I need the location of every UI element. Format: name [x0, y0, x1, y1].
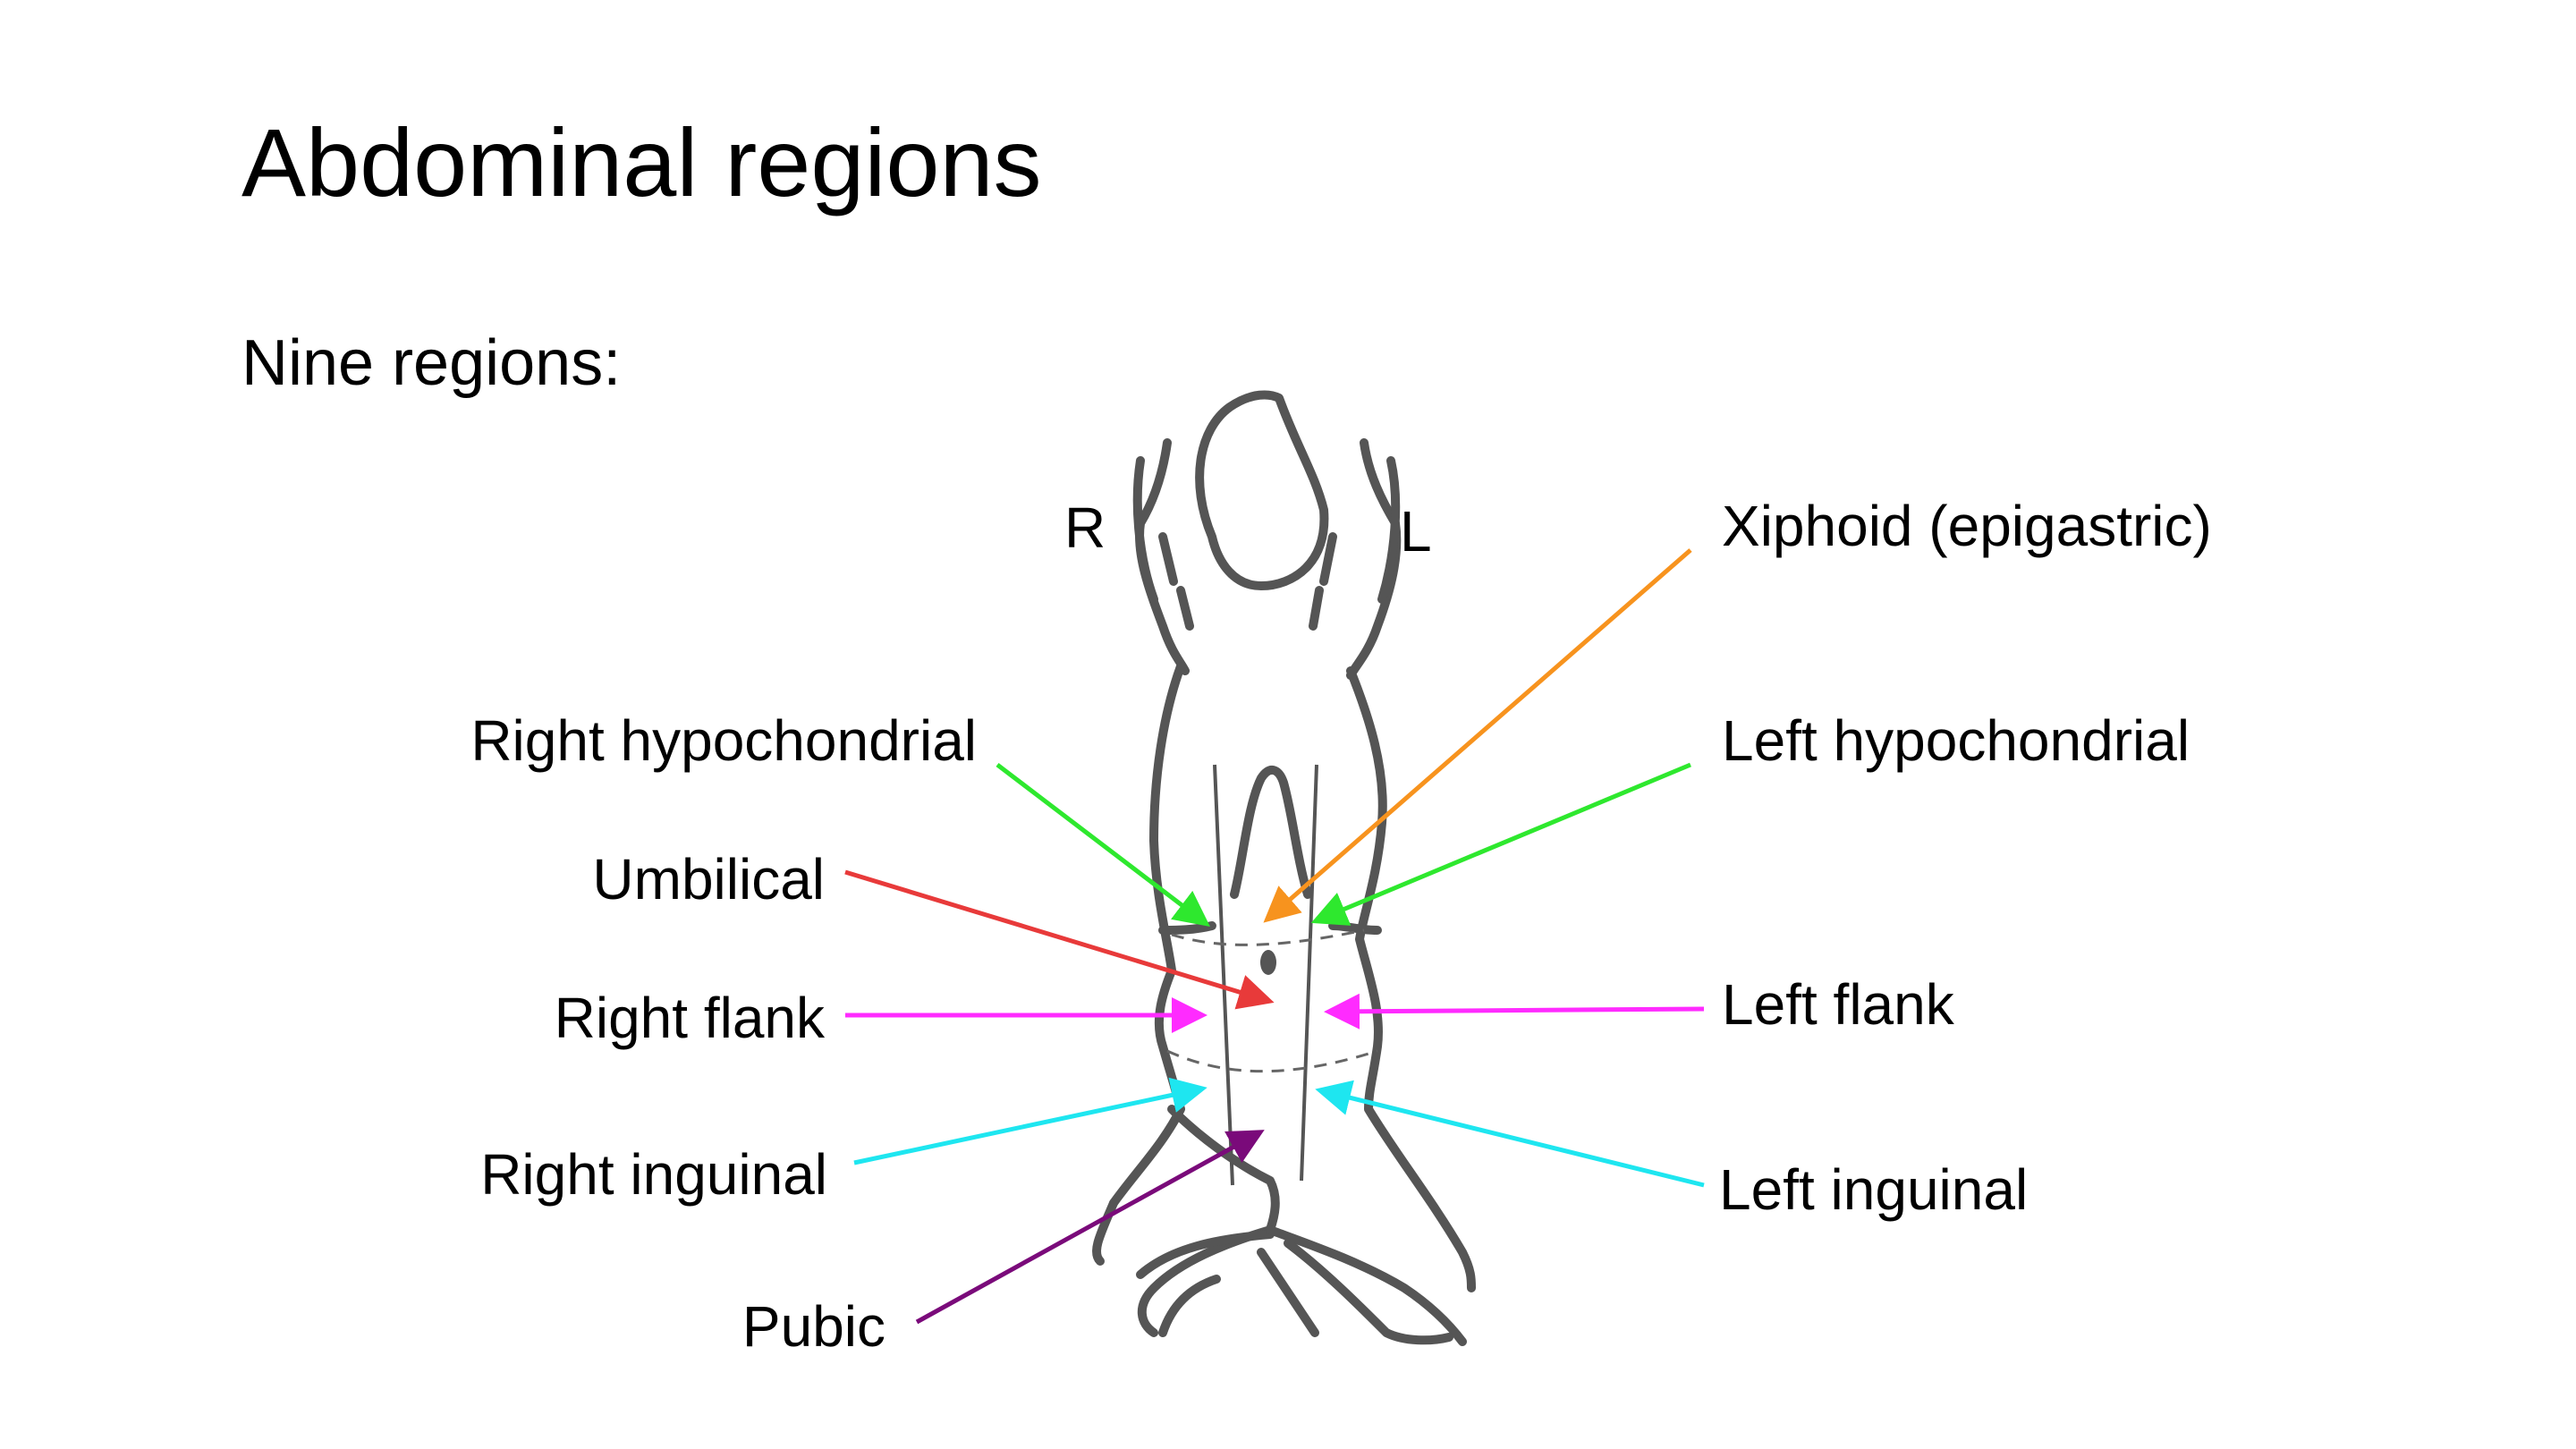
pelvis-outline: [1167, 1105, 1280, 1234]
xiphoid-notch: [1230, 766, 1312, 899]
label-left-flank: Left flank: [1722, 972, 1955, 1037]
orientation-right-label: R: [1064, 496, 1106, 560]
arrow-left-inguinal: [1315, 1080, 1705, 1188]
right-paw-outline: [1158, 1275, 1221, 1337]
midline-left: [1300, 764, 1318, 1182]
label-right-inguinal: Right inguinal: [480, 1142, 827, 1207]
upper-region-line: [1171, 928, 1365, 946]
head-outline: [1195, 390, 1329, 590]
label-right-flank: Right flank: [555, 986, 826, 1050]
label-umbilical: Umbilical: [592, 847, 825, 911]
right-leg-inner: [1136, 1230, 1275, 1279]
arrow-umbilical: [844, 869, 1275, 1010]
left-forelimb-inner: [1377, 456, 1401, 604]
left-rib-margin: [1328, 921, 1382, 935]
arrow-pubic: [915, 1130, 1265, 1325]
lower-region-line: [1166, 1049, 1378, 1073]
orientation-left-label: L: [1400, 499, 1432, 564]
arrow-xiphoid: [1263, 548, 1692, 923]
slide-title: Abdominal regions: [242, 108, 1042, 216]
right-hindlimb-outline: [1092, 1199, 1118, 1266]
arrow-right-hypochondrial: [996, 763, 1210, 928]
arrow-left-hypochondrial: [1310, 762, 1691, 926]
label-xiphoid: Xiphoid (epigastric): [1722, 494, 2212, 558]
arrow-right-inguinal: [853, 1077, 1208, 1165]
left-arm-marking: [1309, 532, 1337, 631]
right-forelimb-inner: [1132, 456, 1158, 604]
animal-body-sketch: [1092, 390, 1476, 1346]
right-rib-margin: [1158, 921, 1216, 935]
arrow-left-flank: [1324, 993, 1705, 1030]
torso-left-side: [1346, 666, 1476, 1292]
torso-right-side: [1109, 662, 1185, 1208]
midline-right: [1213, 764, 1234, 1186]
label-left-inguinal: Left inguinal: [1719, 1157, 2028, 1222]
label-pubic: Pubic: [742, 1294, 886, 1359]
label-left-hypochondrial: Left hypochondrial: [1722, 708, 2190, 773]
navel: [1260, 950, 1276, 975]
right-arm-marking: [1158, 532, 1194, 631]
slide-subtitle: Nine regions:: [242, 327, 622, 399]
tail-outline: [1284, 1239, 1453, 1345]
label-right-hypochondrial: Right hypochondrial: [470, 708, 977, 773]
left-leg-outline: [1266, 1225, 1467, 1346]
left-foot-outline: [1257, 1248, 1319, 1337]
